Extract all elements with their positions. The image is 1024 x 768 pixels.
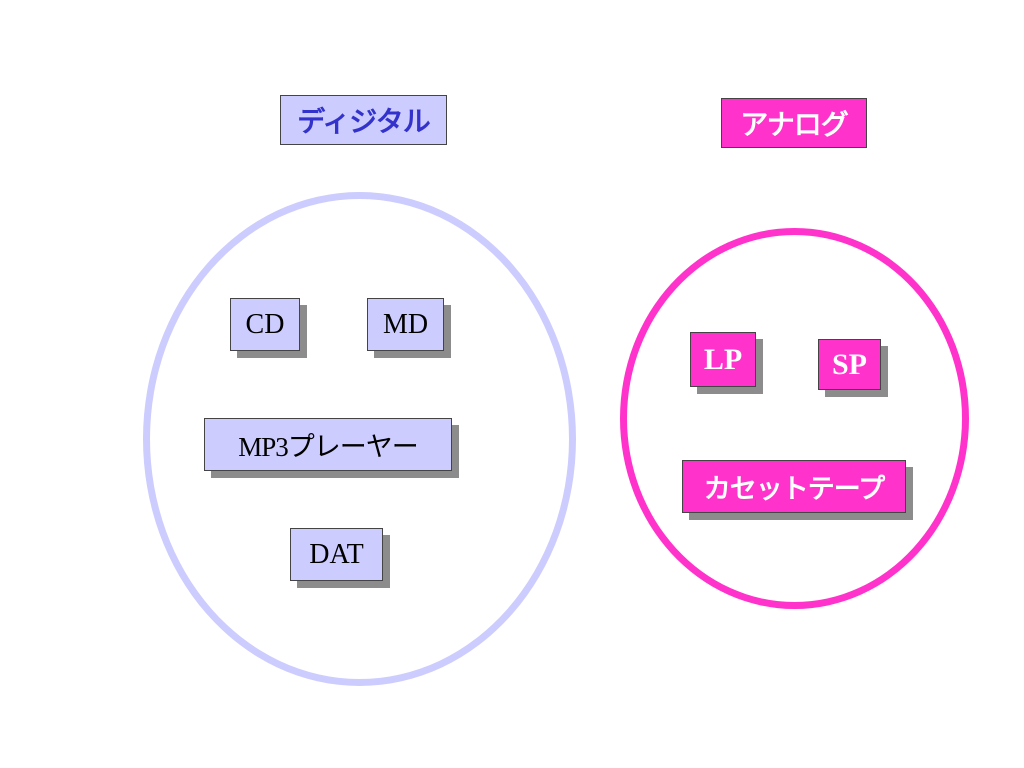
- digital-item-mp3-player: MP3プレーヤー: [204, 418, 452, 471]
- analog-item-lp: LP: [690, 332, 756, 387]
- digital-heading: ディジタル: [280, 95, 447, 145]
- analog-item-cassette-tape: カセットテープ: [682, 460, 906, 513]
- digital-item-dat: DAT: [290, 528, 383, 581]
- analog-item-sp: SP: [818, 339, 881, 390]
- digital-item-md: MD: [367, 298, 444, 351]
- digital-group-ellipse: [143, 192, 576, 686]
- analog-heading: アナログ: [721, 98, 867, 148]
- analog-group-ellipse: [620, 228, 969, 609]
- digital-item-cd: CD: [230, 298, 300, 351]
